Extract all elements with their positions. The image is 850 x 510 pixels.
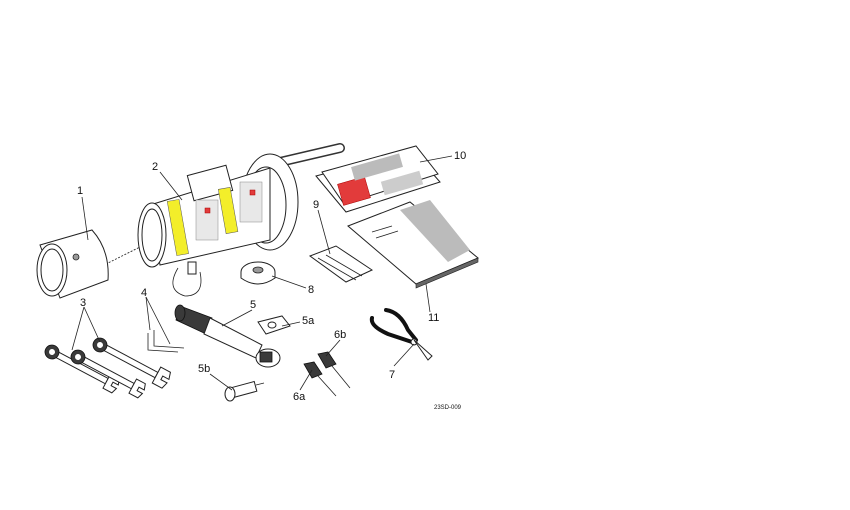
item-5-torque-wrench: [175, 305, 280, 367]
item-3-wrenches: [42, 334, 172, 399]
item-11-manual: [348, 200, 478, 288]
figure-id: 23SD-009: [434, 405, 462, 411]
item-4-hex-keys: [148, 330, 184, 352]
callout-9: 9: [313, 199, 319, 211]
callout-11: 11: [428, 312, 439, 324]
item-9-gauge-card: [310, 246, 372, 282]
callout-10: 10: [454, 150, 466, 162]
callout-2: 2: [152, 161, 158, 173]
item-2-cylinder-assembly: [138, 148, 340, 296]
item-7-pliers: [372, 310, 432, 360]
callout-6b: 6b: [334, 329, 346, 341]
item-6b-screwdriver: [318, 352, 350, 388]
item-8-tape-measure: [241, 262, 275, 284]
callout-5: 5: [250, 299, 256, 311]
callout-1: 1: [77, 185, 83, 197]
item-10-instruction-sheet: [316, 146, 440, 212]
callout-8: 8: [308, 284, 314, 296]
callout-6a: 6a: [293, 391, 306, 403]
item-5b-socket: [225, 382, 264, 401]
callout-5a: 5a: [302, 315, 315, 327]
item-6a-screwdriver: [304, 362, 336, 396]
callout-5b: 5b: [198, 363, 210, 375]
callout-4: 4: [141, 287, 147, 299]
callout-3: 3: [80, 297, 86, 309]
callout-7: 7: [389, 369, 395, 381]
